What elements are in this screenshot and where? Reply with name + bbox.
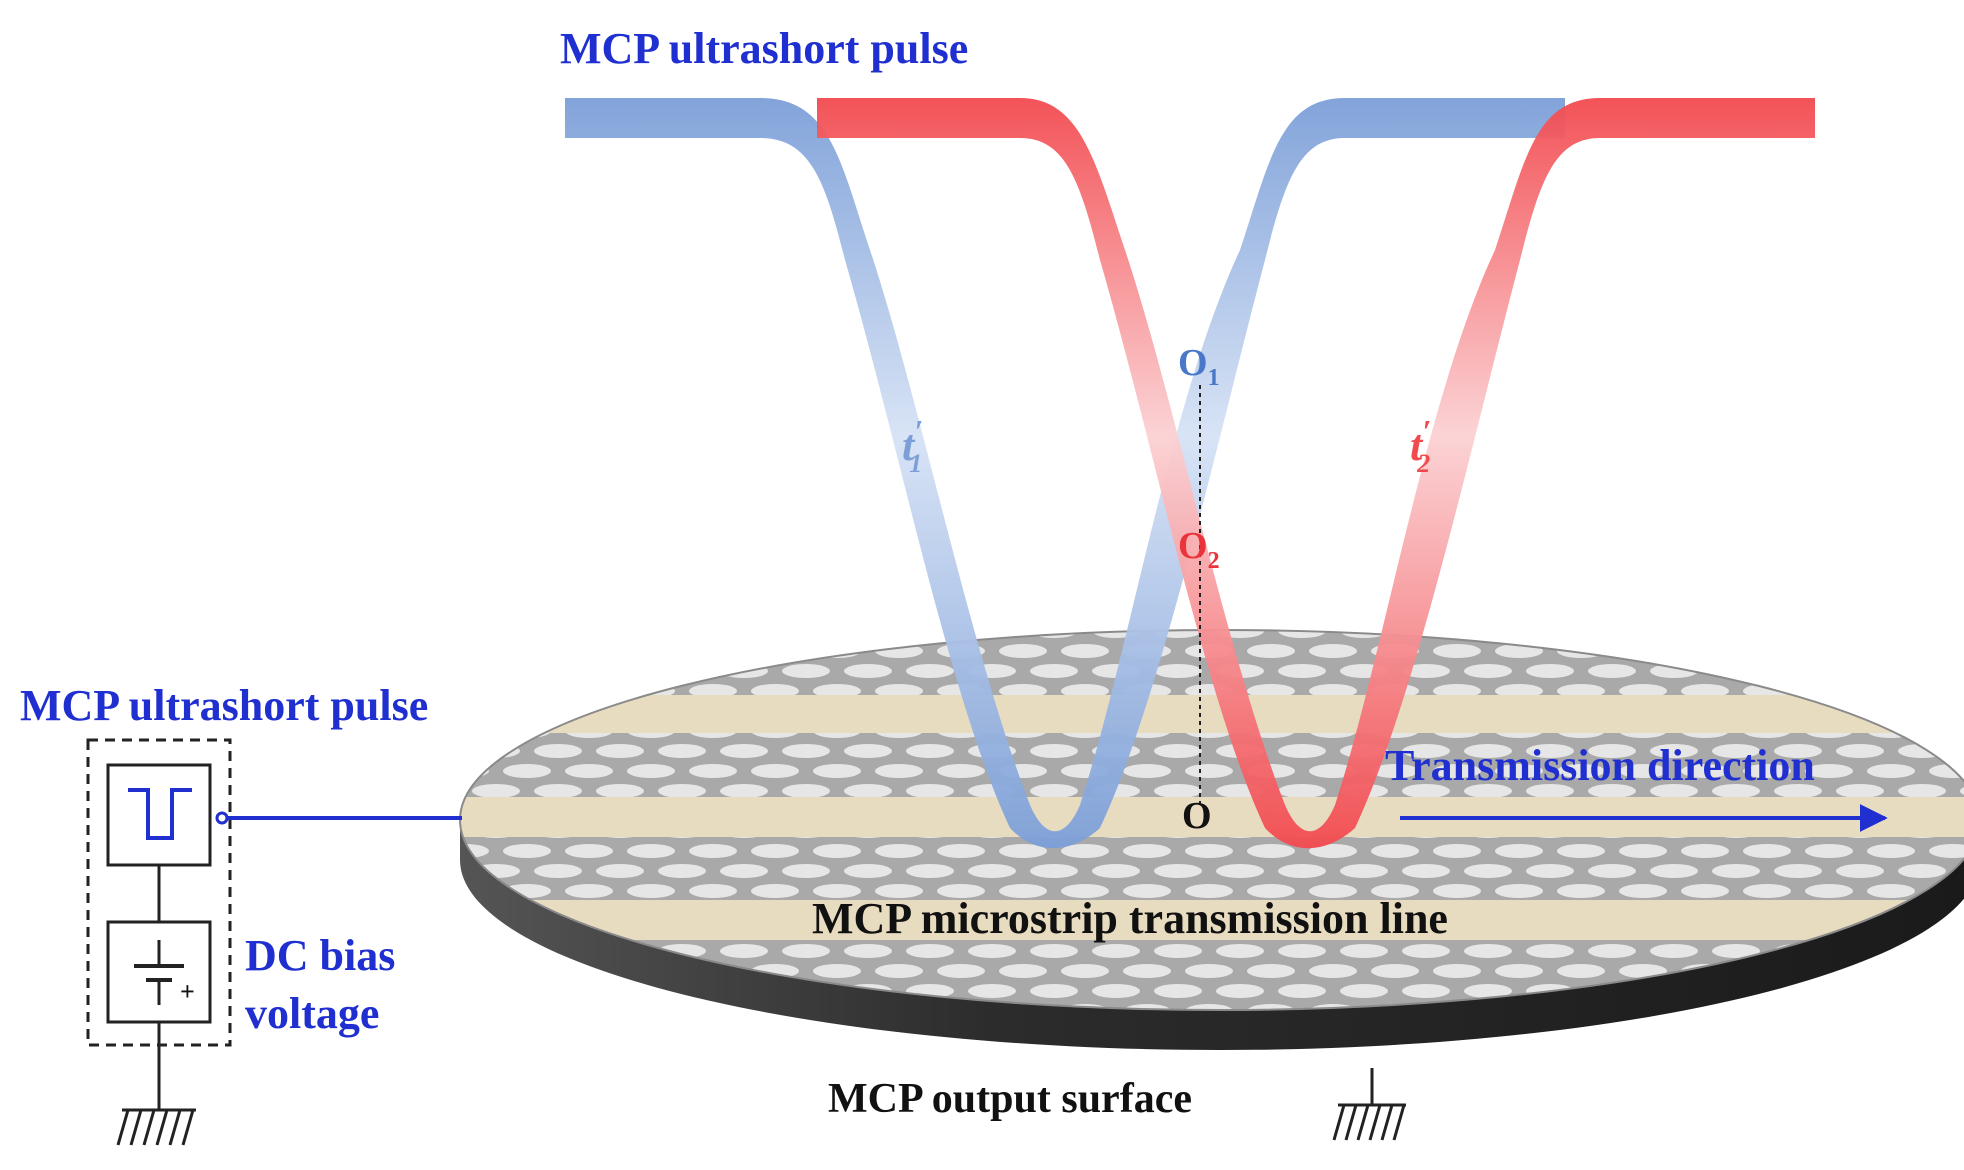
pulse-source-icon: [128, 788, 192, 840]
pulse-output-node: [215, 811, 229, 825]
output-surface-label: MCP output surface: [828, 1076, 1192, 1122]
left-pulse-title: MCP ultrashort pulse: [20, 681, 428, 730]
dc-bias-label-line1: DC bias: [245, 931, 395, 980]
dc-bias-label-line2: voltage: [245, 989, 379, 1038]
microstrip-line-1: [460, 695, 1964, 733]
circuit-ground-symbol: [116, 1108, 196, 1146]
transmission-direction-label: Transmission direction: [1385, 741, 1815, 790]
t1-prime-label: t′1: [902, 413, 923, 478]
disk-ground-symbol: [1332, 1068, 1406, 1141]
disk-side-wall: [460, 820, 1964, 1050]
top-pulse-title: MCP ultrashort pulse: [560, 24, 968, 73]
dc-bias-box: [106, 920, 212, 1024]
microstrip-label: MCP microstrip transmission line: [812, 894, 1448, 943]
t2-prime-label: t′2: [1410, 413, 1431, 478]
point-o1-label: O1: [1178, 342, 1220, 391]
mcp-disk: [459, 629, 1964, 1050]
point-o2-label: O2: [1178, 525, 1220, 574]
battery-plus-sign: +: [180, 977, 195, 1006]
point-o-label: O: [1182, 795, 1212, 837]
pulse-source-box: [106, 763, 212, 867]
microstrip-line-3: [460, 900, 1964, 940]
